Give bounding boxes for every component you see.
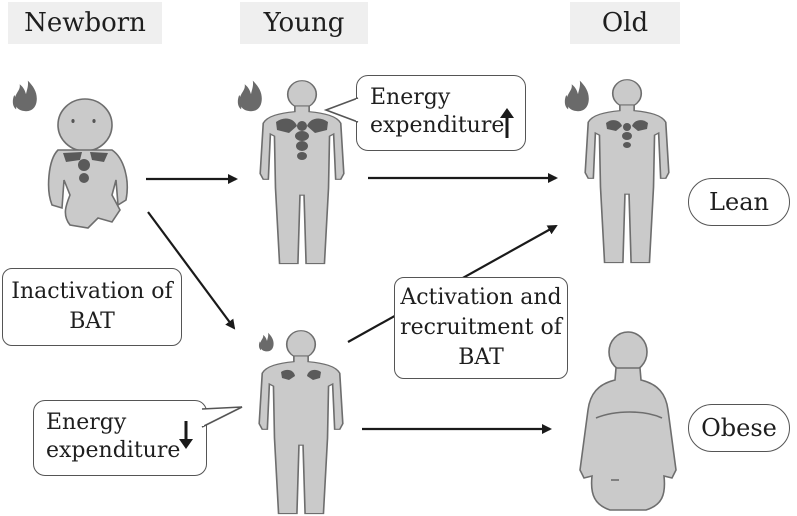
box-line: Activation and xyxy=(400,285,562,310)
box-line: BAT xyxy=(69,309,115,334)
callout-line: Energy xyxy=(46,410,127,435)
box-line: BAT xyxy=(458,345,504,370)
callout-line: Energy xyxy=(370,85,451,110)
old-obese-figure xyxy=(579,331,677,511)
header-newborn: Newborn xyxy=(8,2,162,44)
header-old: Old xyxy=(570,2,680,44)
arrow-newborn-to-young-inactive xyxy=(147,211,236,330)
inactivation-box: Inactivation of BAT xyxy=(2,268,182,346)
flame-icon xyxy=(258,332,274,352)
energy-down-callout: Energy expenditure xyxy=(33,400,243,476)
bat-deposit xyxy=(276,118,328,160)
flame-icon xyxy=(237,80,262,112)
box-line: Inactivation of xyxy=(11,279,173,304)
callout-line: expenditure xyxy=(46,438,181,463)
energy-up-callout: Energy expenditure xyxy=(323,75,526,151)
baby-figure xyxy=(47,98,128,229)
old-lean-figure xyxy=(584,78,670,264)
callout-tail xyxy=(323,97,362,123)
callout-tail xyxy=(198,406,243,428)
box-line: recruitment of xyxy=(400,315,562,340)
bat-deposit xyxy=(63,152,108,183)
arrow-down-icon xyxy=(179,421,193,449)
flame-icon xyxy=(564,80,589,112)
activation-box: Activation and recruitment of BAT xyxy=(394,277,568,379)
lean-label: Lean xyxy=(688,178,790,226)
flame-icon xyxy=(12,80,37,112)
header-young: Young xyxy=(240,2,368,44)
obese-label: Obese xyxy=(688,404,790,452)
bat-deposit xyxy=(281,369,321,380)
bat-deposit xyxy=(606,120,648,148)
young-adult-figure xyxy=(258,329,344,515)
callout-line: expenditure xyxy=(370,113,505,138)
arrow-up-icon xyxy=(500,108,514,138)
